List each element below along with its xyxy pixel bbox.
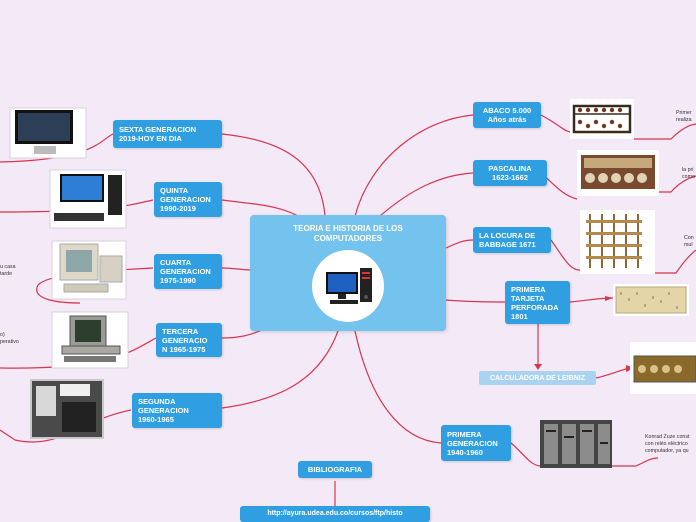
abacus-image [570, 99, 634, 139]
computer-icon [312, 250, 384, 322]
note-cuarta: u casa tarde [0, 264, 16, 277]
topic-sexta-generacion[interactable]: SEXTA GENERACION 2019-HOY EN DIA [113, 120, 222, 148]
desktop-pc-image [49, 169, 127, 229]
imac-image [9, 107, 87, 159]
topic-primera-tarjeta-perforada[interactable]: PRIMERA TARJETA PERFORADA 1801 [505, 281, 570, 324]
topic-babbage[interactable]: LA LOCURA DE BABBAGE 1671 [473, 227, 551, 253]
leibniz-calculator-image [630, 342, 696, 394]
topic-tercera-generacion[interactable]: TERCERA GENERACIO N 1965-1975 [156, 323, 222, 357]
topic-cuarta-generacion[interactable]: CUARTA GENERACION 1975-1990 [154, 254, 222, 289]
topic-calculadora-leibniz[interactable]: CALCULADORA DE LEIBNIZ [479, 371, 596, 385]
topic-abaco[interactable]: ABACO 5.000 Años atrás [473, 102, 541, 128]
bibliography-link[interactable]: http://ayura.udea.edu.co/cursos/ftp/hist… [240, 506, 430, 522]
note-primera: Konrad Zuze const con relés eléctrico co… [645, 434, 690, 454]
note-babbage: Con mul [684, 235, 694, 248]
difference-engine-image [580, 210, 655, 274]
central-topic-title: TEORIA E HISTORIA DE LOS COMPUTADORES [293, 224, 403, 243]
mainframe-racks-image [540, 420, 612, 468]
note-tercera: o) perativo [0, 332, 19, 345]
pascaline-image [577, 150, 659, 196]
topic-quinta-generacion[interactable]: QUINTA GENERACION 1990-2019 [154, 182, 222, 217]
note-pascalina: la pri como [682, 167, 695, 180]
mainframe-photo-image [30, 379, 104, 439]
topic-segunda-generacion[interactable]: SEGUNDA GENERACION 1960-1965 [132, 393, 222, 428]
topic-bibliografia[interactable]: BIBLIOGRAFIA [298, 461, 372, 478]
ibm-pc-image [51, 311, 129, 369]
topic-pascalina[interactable]: PASCALINA 1623-1662 [473, 160, 547, 186]
punch-card-image [613, 284, 689, 316]
crt-pc-image [51, 240, 127, 300]
note-abaco: Primer realiza [676, 110, 692, 123]
topic-primera-generacion[interactable]: PRIMERA GENERACION 1940-1960 [441, 425, 511, 461]
